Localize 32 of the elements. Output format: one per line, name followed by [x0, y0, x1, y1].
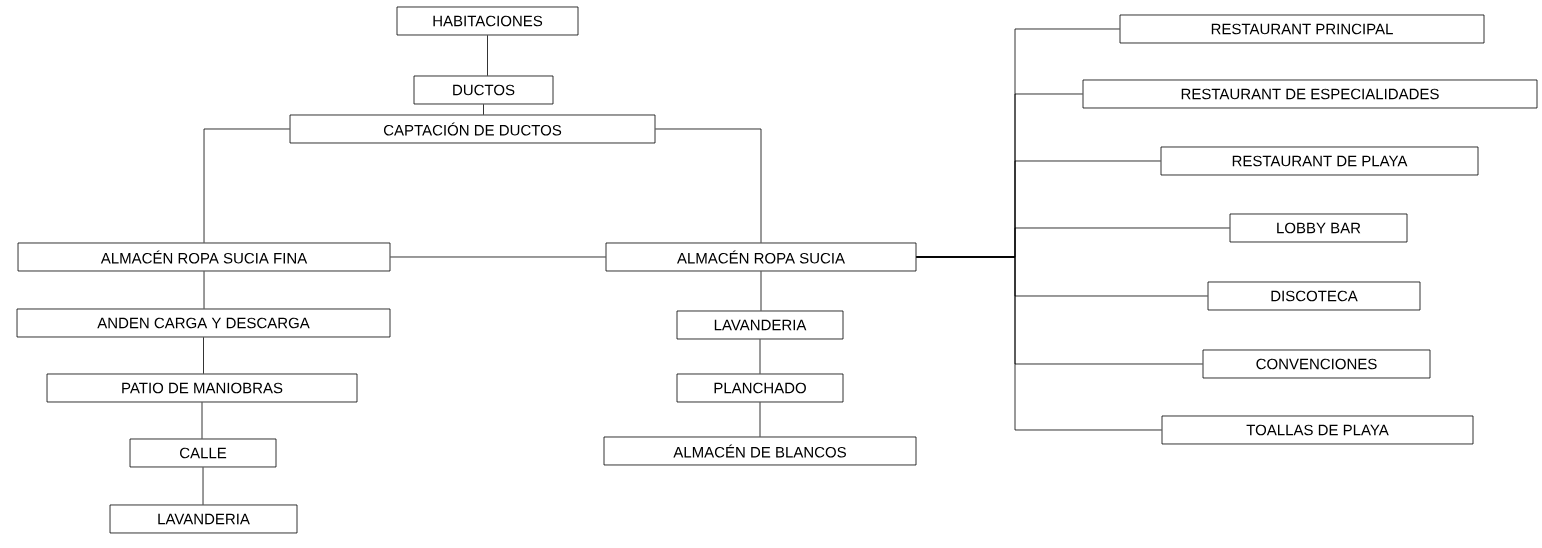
connector-line — [759, 339, 761, 374]
label-box: ALMACÉN DE BLANCOS — [603, 436, 917, 466]
label-box: HABITACIONES — [396, 6, 579, 36]
label-box: PATIO DE MANIOBRAS — [46, 373, 358, 403]
label-box: RESTAURANT DE ESPECIALIDADES — [1082, 79, 1538, 109]
connector-line — [759, 402, 761, 437]
connector-line — [203, 337, 204, 374]
connector-line — [390, 256, 606, 258]
label-box: RESTAURANT DE PLAYA — [1160, 146, 1479, 176]
connector-line — [760, 271, 762, 311]
label-box: TOALLAS DE PLAYA — [1161, 415, 1474, 445]
label-box: LAVANDERIA — [676, 310, 844, 340]
connector-line — [916, 256, 1162, 431]
label-box: PLANCHADO — [676, 373, 844, 403]
connector-line — [483, 104, 484, 115]
label-box: LAVANDERIA — [109, 504, 298, 534]
label-box: CONVENCIONES — [1202, 349, 1431, 379]
label-box: ALMACÉN ROPA SUCIA FINA — [17, 242, 391, 272]
label-box: DISCOTECA — [1207, 281, 1421, 311]
connector-line — [201, 402, 203, 439]
label-box: CALLE — [129, 438, 277, 468]
connector-line — [655, 128, 762, 243]
label-box: RESTAURANT PRINCIPAL — [1119, 14, 1485, 44]
label-box: DUCTOS — [413, 75, 554, 105]
label-box: LOBBY BAR — [1229, 213, 1408, 243]
connector-line — [203, 271, 205, 309]
connector-line — [487, 35, 488, 76]
connector-line — [203, 128, 290, 243]
label-box: ALMACÉN ROPA SUCIA — [605, 242, 917, 272]
label-box: ANDEN CARGA Y DESCARGA — [16, 308, 391, 338]
label-box: CAPTACIÓN DE DUCTOS — [289, 114, 656, 144]
connector-line — [202, 467, 204, 505]
